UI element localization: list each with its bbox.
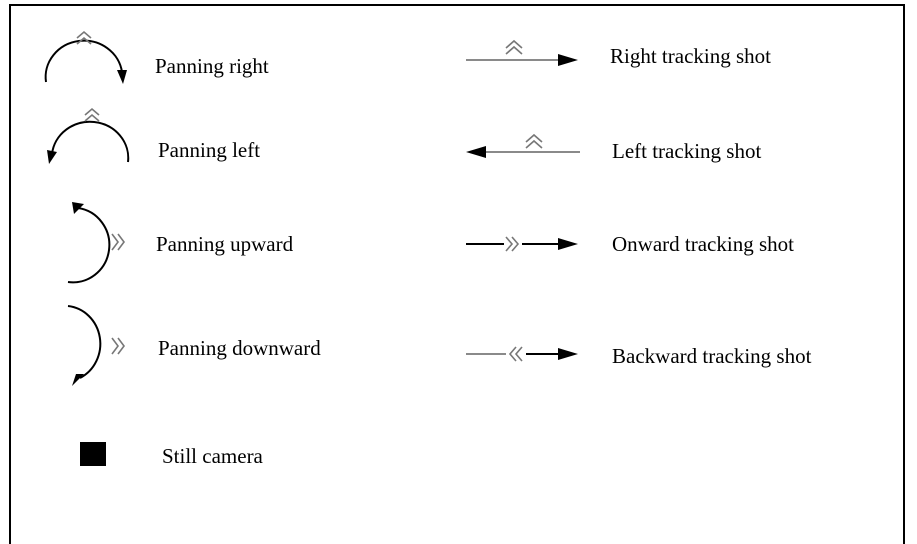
legend-label-panning-left: Panning left xyxy=(158,138,261,162)
legend-label-right-tracking: Right tracking shot xyxy=(610,44,771,68)
legend-frame xyxy=(9,4,905,544)
legend-label-backward-tracking: Backward tracking shot xyxy=(612,344,812,368)
legend-label-panning-right: Panning right xyxy=(155,54,269,78)
legend-label-left-tracking: Left tracking shot xyxy=(612,139,762,163)
legend-label-panning-upward: Panning upward xyxy=(156,232,294,256)
legend-label-still-camera: Still camera xyxy=(162,444,263,468)
panning-upward-icon xyxy=(67,202,125,284)
left-tracking-icon xyxy=(466,133,580,158)
legend-label-onward-tracking: Onward tracking shot xyxy=(612,232,794,256)
still-camera-icon xyxy=(80,442,106,466)
legend-label-panning-downward: Panning downward xyxy=(158,336,321,360)
right-tracking-icon xyxy=(466,39,578,66)
panning-left-icon xyxy=(47,107,130,164)
panning-right-icon xyxy=(44,30,127,84)
onward-tracking-icon xyxy=(466,236,578,252)
panning-downward-icon xyxy=(67,305,125,386)
backward-tracking-icon xyxy=(466,346,578,362)
